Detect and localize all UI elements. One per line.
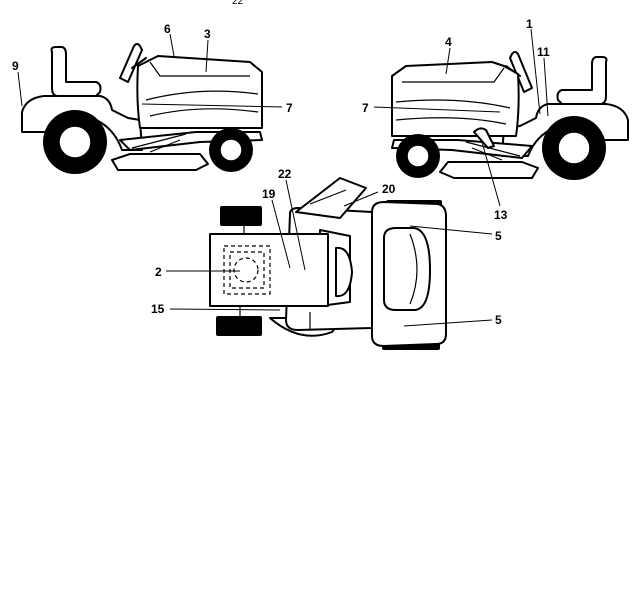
callout-19: 19 (262, 187, 276, 201)
steering-wheel (119, 43, 143, 83)
tractor-top-view (209, 177, 447, 350)
callout-1: 1 (526, 17, 533, 31)
callout-3: 3 (204, 27, 211, 41)
callout-7-right: 7 (362, 101, 369, 115)
leader-lines (17, 28, 549, 327)
mower-deck (111, 153, 209, 171)
callout-7-left: 7 (286, 101, 293, 115)
tractor-right-side-view (391, 51, 629, 180)
rear-left-tire (220, 206, 262, 226)
callout-15: 15 (151, 302, 165, 316)
rear-right-tire (216, 316, 262, 336)
callout-20: 20 (382, 182, 396, 196)
callout-13: 13 (494, 208, 508, 222)
decal-2-outline (223, 245, 271, 295)
callout-11: 11 (537, 45, 550, 59)
callout-6: 6 (164, 22, 171, 36)
callout-labels: 9 6 3 7 4 1 11 7 13 22 19 20 2 15 5 5 (12, 17, 550, 327)
callout-4: 4 (445, 35, 452, 49)
callout-5-upper: 5 (495, 229, 502, 243)
callout-5-lower: 5 (495, 313, 502, 327)
callout-2: 2 (155, 265, 162, 279)
rear-fender (209, 233, 329, 307)
seat (50, 46, 102, 97)
tractor-left-side-view (21, 43, 263, 174)
header-fragment: 22 (232, 0, 244, 7)
callout-22: 22 (278, 167, 292, 181)
callout-9: 9 (12, 59, 19, 73)
lift-lever (473, 127, 495, 149)
steering-column (295, 177, 367, 219)
